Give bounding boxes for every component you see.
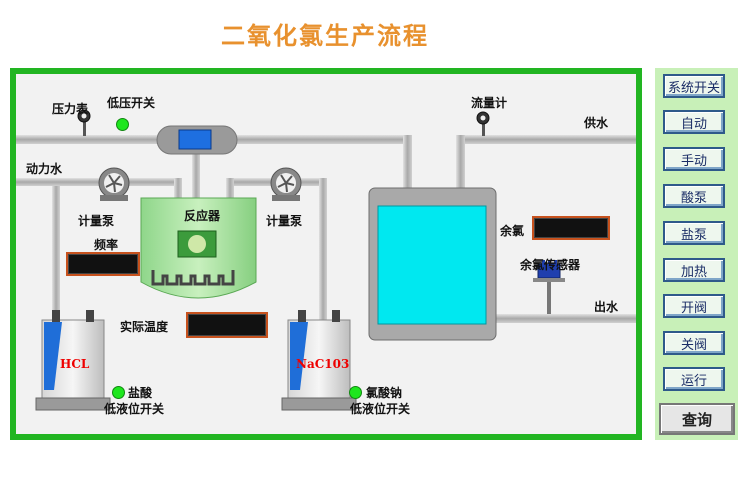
acid-pump-button[interactable]: 酸泵 — [663, 184, 725, 208]
naclo3-tank-label: NaC103 — [296, 357, 350, 371]
residual-chlorine-sensor-icon — [533, 260, 565, 314]
frequency-label: 频率 — [94, 238, 119, 252]
right-pump-pipe-v — [226, 178, 234, 200]
mixing-tank — [368, 187, 497, 341]
supply-pipe-drop — [403, 135, 412, 190]
naclo3-tank — [281, 310, 357, 411]
heating-button[interactable]: 加热 — [663, 258, 725, 282]
water-outlet-label: 出水 — [594, 300, 619, 314]
low-level-switch-right-label: 低液位开关 — [350, 402, 411, 416]
metering-pump-right-label: 计量泵 — [266, 214, 303, 228]
close-valve-button[interactable]: 关阀 — [663, 331, 725, 355]
page-title: 二氧化氯生产流程 — [221, 21, 429, 50]
residual-chlorine-label: 余氯 — [500, 224, 525, 238]
reactor-vessel — [140, 197, 257, 299]
flowmeter-label: 流量计 — [471, 96, 508, 110]
hcl-tank-label: HCL — [60, 357, 90, 371]
manual-button[interactable]: 手动 — [663, 147, 725, 171]
supply-pipe-right — [458, 135, 636, 144]
process-canvas: 压力表 低压开关 动力水 流量计 供水 计量泵 计量泵 反应器 频率 实际温度 … — [16, 74, 636, 434]
low-level-switch-left-label: 低液位开关 — [104, 402, 165, 416]
right-pump-pipe-h — [226, 178, 271, 186]
right-tank-pipe-h — [301, 178, 326, 186]
left-pump-pipe-h — [126, 178, 181, 186]
outlet-pipe — [496, 314, 636, 323]
low-pressure-switch-label: 低压开关 — [107, 96, 156, 110]
salt-pump-button[interactable]: 盐泵 — [663, 221, 725, 245]
metering-pump-left-icon — [98, 167, 130, 201]
actual-temperature-label: 实际温度 — [120, 320, 169, 334]
hcl-tank — [35, 310, 111, 411]
hcl-level-lamp — [112, 386, 125, 399]
power-water-label: 动力水 — [26, 162, 63, 176]
frequency-display — [66, 252, 140, 276]
reactor-label: 反应器 — [184, 209, 221, 223]
open-valve-button[interactable]: 开阀 — [663, 294, 725, 318]
left-pump-pipe-v — [174, 178, 182, 200]
left-tank-pipe-v — [52, 178, 60, 320]
low-pressure-lamp — [116, 118, 129, 131]
control-sidebar: 系统开关 自动 手动 酸泵 盐泵 加热 开阀 关阀 运行 查询 — [655, 68, 738, 440]
metering-pump-right-icon — [270, 167, 302, 201]
system-switch-button[interactable]: 系统开关 — [663, 74, 725, 98]
process-panel: 压力表 低压开关 动力水 流量计 供水 计量泵 计量泵 反应器 频率 实际温度 … — [10, 68, 642, 440]
pressure-gauge-label: 压力表 — [52, 102, 89, 116]
right-tank-pipe-v — [319, 178, 327, 320]
flowmeter-pipe — [456, 135, 465, 190]
process-diagram — [16, 109, 636, 411]
hydrochloric-acid-label: 盐酸 — [128, 386, 153, 400]
reactor-feed-pipe — [192, 152, 200, 200]
residual-chlorine-sensor-label: 余氯传感器 — [520, 258, 581, 272]
left-tank-pipe-h — [52, 178, 112, 186]
residual-chlorine-display — [532, 216, 610, 240]
metering-pump-left-label: 计量泵 — [78, 214, 115, 228]
ejector-core — [178, 129, 212, 150]
sodium-chlorate-label: 氯酸钠 — [366, 386, 403, 400]
naclo3-level-lamp — [349, 386, 362, 399]
actual-temperature-display — [186, 312, 268, 338]
auto-button[interactable]: 自动 — [663, 110, 725, 134]
water-supply-label: 供水 — [584, 116, 609, 130]
run-button[interactable]: 运行 — [663, 367, 725, 391]
query-button[interactable]: 查询 — [659, 403, 735, 435]
